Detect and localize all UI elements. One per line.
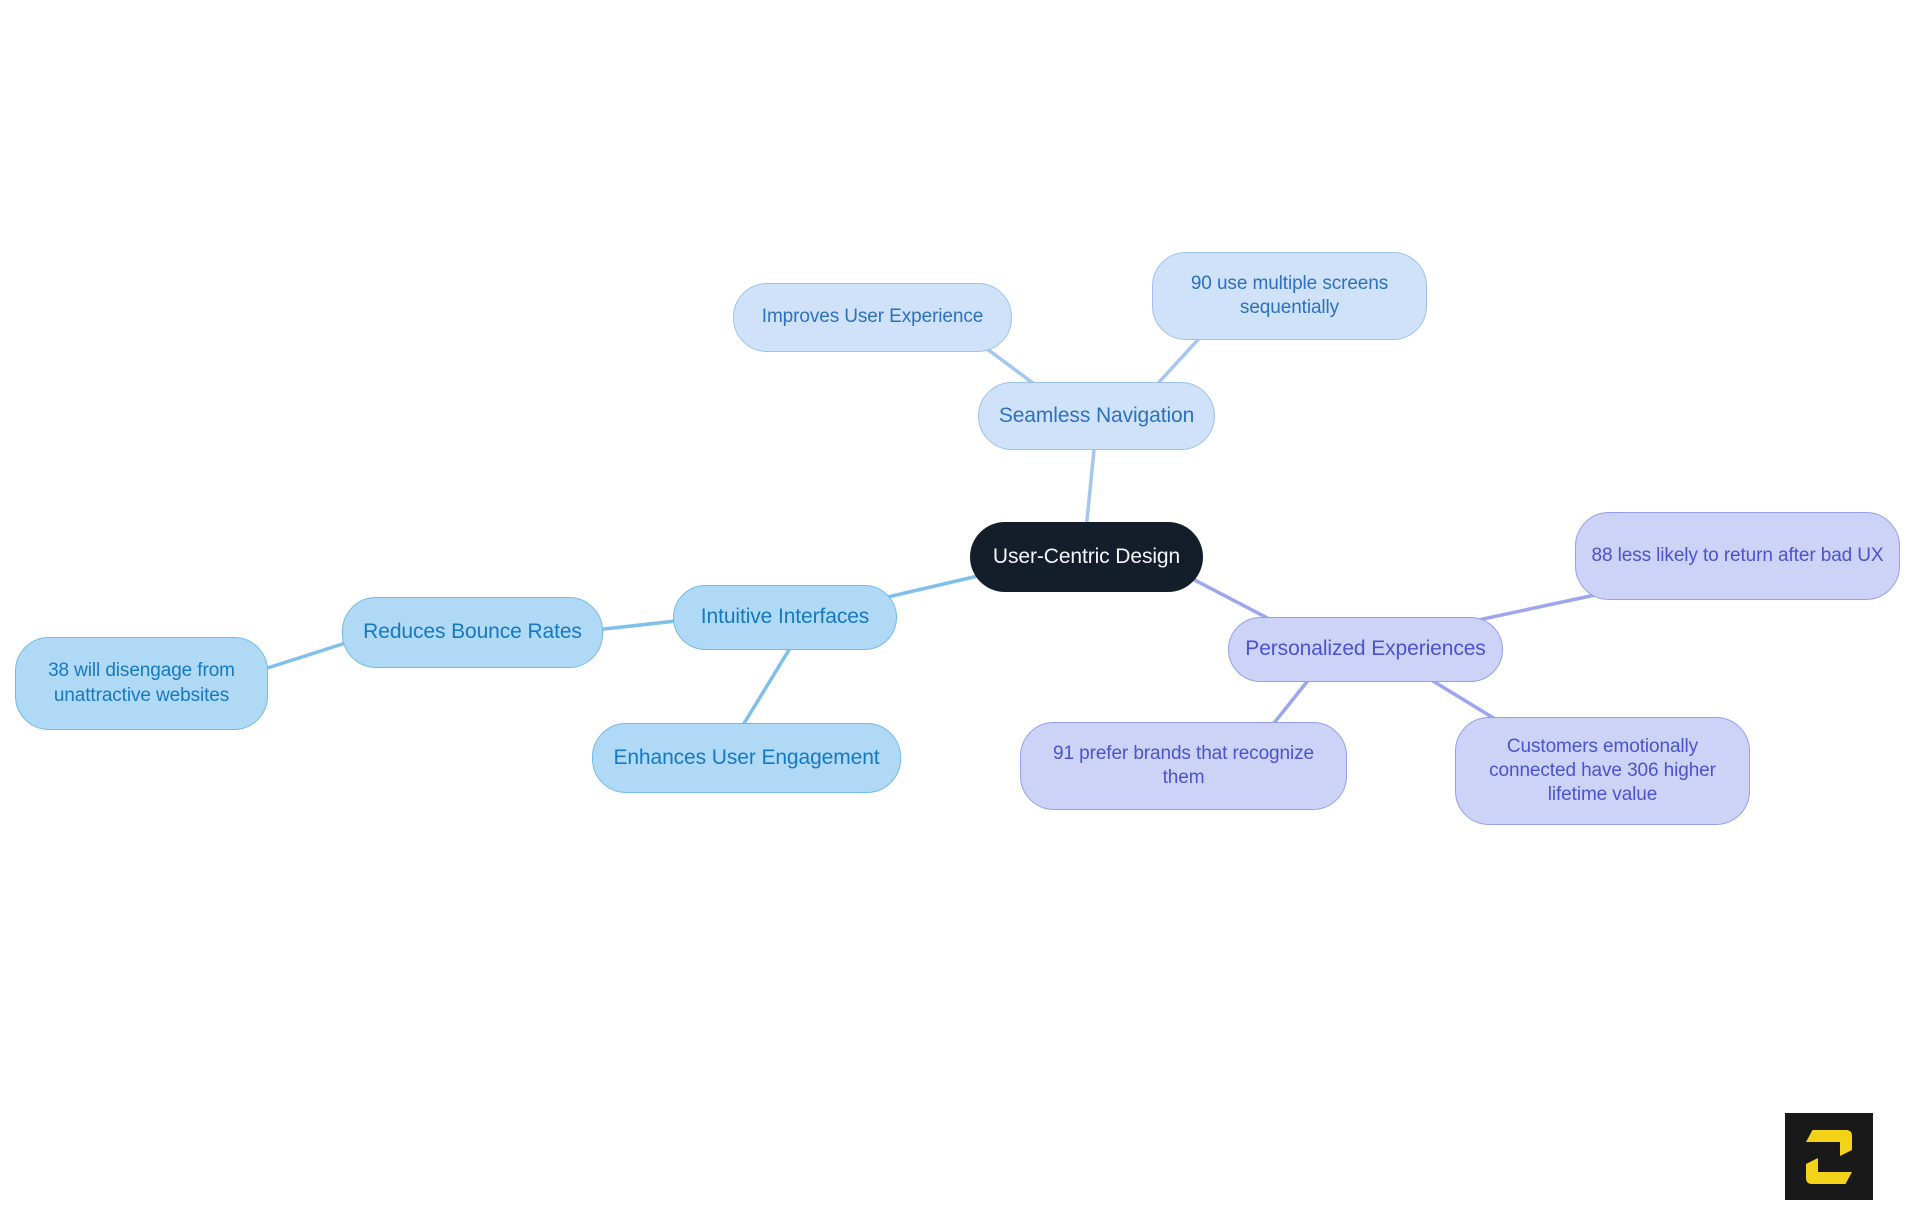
node-90-use-multiple-screens[interactable]: 90 use multiple screens sequentially [1152, 252, 1427, 340]
edge-personalized-brands [1268, 676, 1312, 730]
node-enhances-user-engagement[interactable]: Enhances User Engagement [592, 723, 901, 793]
edge-intuitive-reduces [593, 618, 687, 632]
node-38-will-disengage[interactable]: 38 will disengage from unattractive webs… [15, 637, 268, 730]
node-customers-emotionally-connected[interactable]: Customers emotionally connected have 306… [1455, 717, 1750, 825]
edge-root-intuitive [873, 570, 997, 602]
node-91-prefer-brands[interactable]: 91 prefer brands that recognize them [1020, 722, 1347, 810]
node-intuitive-interfaces[interactable]: Intuitive Interfaces [673, 585, 897, 650]
edge-root-personalized [1183, 573, 1277, 624]
brand-logo [1785, 1113, 1873, 1200]
node-user-centric-design[interactable]: User-Centric Design [970, 522, 1203, 592]
node-88-less-likely-return[interactable]: 88 less likely to return after bad UX [1575, 512, 1900, 600]
edge-reduces-disengage [253, 638, 357, 674]
node-improves-user-experience[interactable]: Improves User Experience [733, 283, 1012, 352]
s-logo-icon [1806, 1129, 1852, 1184]
edge-seamless-root [1084, 438, 1097, 532]
node-reduces-bounce-rates[interactable]: Reduces Bounce Rates [342, 597, 603, 668]
node-personalized-experiences[interactable]: Personalized Experiences [1228, 617, 1503, 682]
edge-intuitive-enhances [738, 638, 797, 732]
edge-personalized-customers [1426, 676, 1502, 724]
node-seamless-navigation[interactable]: Seamless Navigation [978, 382, 1215, 450]
